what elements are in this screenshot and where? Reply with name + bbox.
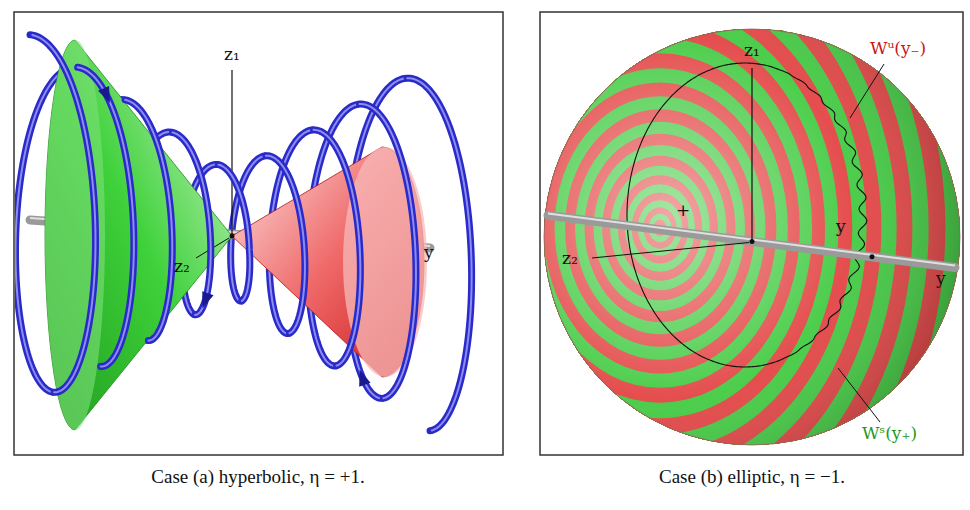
- equilibrium-point: [230, 234, 235, 239]
- orbit-front-highlight: [78, 67, 134, 366]
- manifold-stripe: [90, 0, 970, 510]
- manifold-stripe: [66, 0, 970, 510]
- caption: Case (a) hyperbolic, η = +1.: [151, 467, 364, 486]
- manifold-label: Wˢ(y₊): [862, 425, 917, 442]
- orbit-front: [32, 35, 95, 392]
- panel-frame: [540, 12, 963, 455]
- manifold-stripe: [340, 0, 970, 510]
- manifold-stripe: [17, 0, 970, 510]
- orbit-front: [314, 130, 361, 366]
- orbit-arrow: [197, 291, 214, 310]
- sphere-shading: [544, 29, 960, 445]
- equilibrium-point: [870, 254, 875, 259]
- manifold-label: Wᵘ(y₋): [870, 40, 926, 57]
- panel-frame: [14, 12, 503, 455]
- equilibrium-point: [750, 239, 755, 244]
- manifold-stripe: [137, 0, 970, 510]
- axis-label: z₂: [562, 250, 578, 267]
- manifold-stripe: [203, 0, 970, 510]
- z1-axis: [231, 70, 232, 236]
- manifold-stripe: [244, 0, 970, 510]
- manifold-stripe: [284, 0, 970, 510]
- orbit-front: [266, 156, 305, 333]
- manifold-stripe: [42, 0, 970, 510]
- orbit-front-highlight: [314, 130, 361, 366]
- caption: Case (b) elliptic, η = −1.: [659, 467, 845, 486]
- orbit-front: [78, 67, 134, 366]
- leader-line: [838, 368, 880, 422]
- orbit-front-highlight: [172, 132, 210, 314]
- point-label: +: [676, 202, 690, 219]
- manifold-stripe: [322, 0, 970, 510]
- orbit-front-highlight: [407, 78, 471, 430]
- z2-axis: [592, 242, 749, 258]
- manifold-stripe: [357, 0, 962, 510]
- orbit-front-highlight: [125, 100, 172, 341]
- point-label: y: [836, 218, 846, 235]
- axis-label: z₁: [744, 42, 760, 59]
- axis-label: z₂: [174, 258, 190, 275]
- orbit-front-highlight: [266, 156, 305, 333]
- manifold-stripe: [114, 0, 970, 510]
- manifold-stripe: [181, 0, 970, 510]
- axis-label: y: [424, 244, 434, 261]
- orbit-front: [218, 165, 249, 301]
- axis-label: y: [936, 270, 946, 287]
- axis-label: z₁: [224, 46, 240, 63]
- orbit-front: [172, 132, 210, 314]
- z1-axis: [751, 68, 752, 241]
- orbit-front: [360, 104, 416, 398]
- leader-line: [850, 64, 884, 118]
- orbit-front-highlight: [32, 35, 95, 392]
- orbit-front: [125, 100, 172, 341]
- manifold-stripe: [303, 0, 970, 510]
- orbit-front-highlight: [360, 104, 416, 398]
- orbit-arrow: [354, 368, 371, 387]
- manifold-stripe: [159, 0, 970, 510]
- manifold-stripe: [224, 0, 970, 510]
- manifold-stripe: [264, 0, 970, 510]
- sphere-outline: [544, 29, 960, 445]
- intersection-curve: [627, 63, 867, 367]
- orbit-front-highlight: [218, 165, 249, 301]
- orbit-arrow: [98, 86, 115, 105]
- orbit-front: [407, 78, 471, 430]
